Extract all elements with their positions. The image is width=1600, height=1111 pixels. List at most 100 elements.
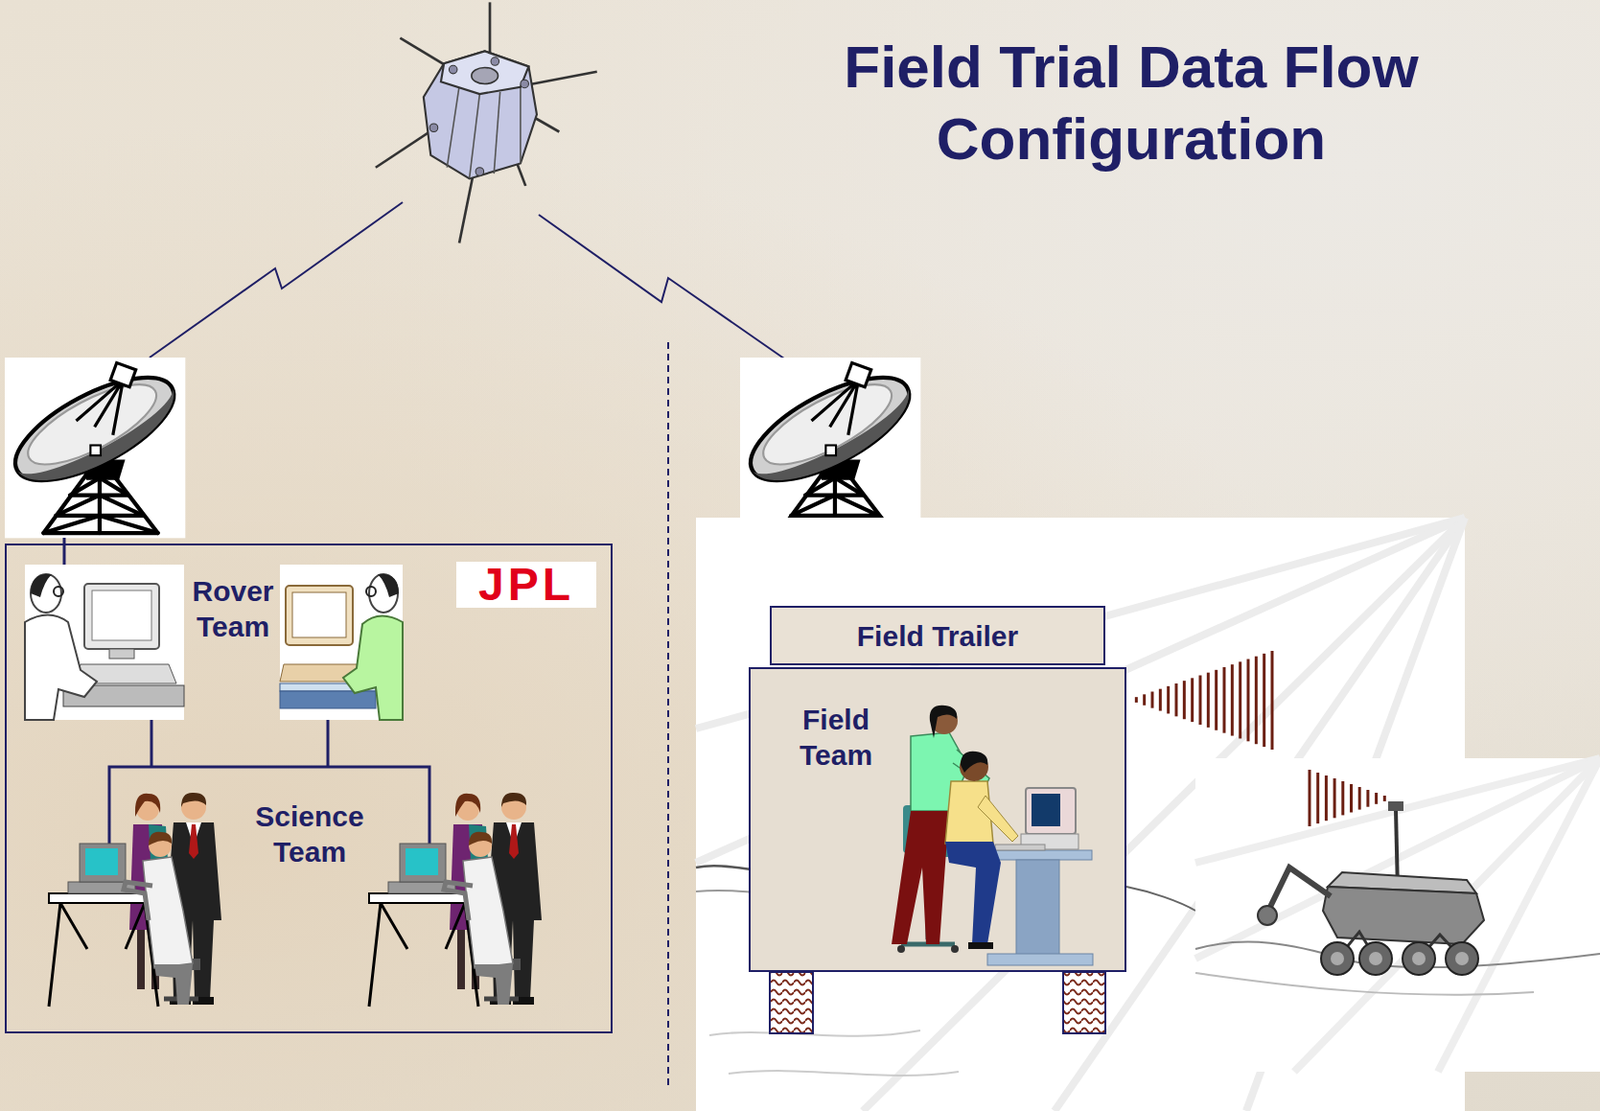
field-workstation [897,945,905,953]
rover-workstation [343,615,403,720]
divider [667,342,670,1088]
satellite [493,92,500,174]
field-workstation [929,705,957,739]
radio-beam [1214,670,1218,731]
satellite [520,79,530,89]
radio-beam [1206,672,1210,728]
rover-workstation [84,583,160,650]
science-workstation [369,792,542,1007]
landscape-photo [1195,758,1600,1072]
rover [1388,801,1404,812]
rover-workstation [109,649,135,659]
trailer-leg [769,972,813,1034]
rover [1321,942,1354,975]
radio-beam [1142,694,1146,705]
satellite [429,123,439,133]
landscape-photo [709,1030,959,1076]
field-workstation [1016,859,1060,956]
logo-text: JPL [456,561,597,608]
radio-beam [1341,781,1345,815]
rover [1257,801,1485,975]
rover-workstation [279,564,403,720]
satellite [471,67,499,84]
trailer-leg [1063,972,1106,1034]
radio-beam [1182,680,1186,719]
title-block: Field Trial Data Flow Configuration [795,30,1467,175]
rover [1330,951,1345,966]
field-workstation [977,795,1019,842]
field-workstation [968,942,994,950]
radio-link [149,202,403,358]
radio-link [538,214,794,366]
radio-beam [1358,787,1362,811]
rover [1359,942,1392,975]
radio-beam [1366,789,1369,808]
rover-workstation [24,564,185,720]
field-workstation [984,850,1092,860]
rover-workstation [279,691,376,709]
satellite [448,65,458,74]
rover [1368,951,1383,966]
field-workstation [891,705,1093,966]
satellite [440,50,530,94]
satellite [375,1,598,243]
radio-beam [1324,775,1328,821]
trailer-box: Field Trailer [769,605,1106,666]
radio-beam [1238,661,1242,739]
rover [1257,905,1277,926]
satellite [446,86,460,168]
rover [1270,867,1331,907]
landscape-photo [1126,886,1196,911]
landscape-photo [1195,758,1600,1072]
rover [1330,951,1469,966]
field-workstation [987,953,1093,966]
rover-workstation [24,615,97,721]
center-box: JPL [4,543,613,1034]
satellite [446,86,521,179]
diagram-title: Field Trial Data Flow Configuration [795,30,1467,175]
satellite [490,57,500,67]
trailer-leg [769,972,1106,1034]
radio-beam [1316,772,1320,824]
link-wire [63,537,67,565]
radio-beam [1308,769,1312,827]
radio-beam [1247,659,1251,743]
rover-workstation [24,564,185,720]
team-label: Field Team [788,701,884,773]
rover [1321,942,1479,975]
label-holder: Rover Team [185,573,281,645]
satellite [475,167,485,177]
satellite [519,87,522,164]
radio-beam [1175,683,1179,717]
trailer-label: Field Trailer [857,618,1019,654]
dish-antenna [736,357,925,539]
rover-workstation [30,574,62,613]
rover [1455,951,1469,966]
radio-beam [1333,778,1337,818]
rover-workstation [30,574,52,598]
landscape-photo [1195,758,1600,959]
science-workstation [48,792,222,1007]
link-wire [150,719,154,767]
rover-workstation [285,585,353,646]
radio-link [149,202,794,366]
label-holder: Science Team [247,798,372,870]
radio-beam [1151,692,1155,709]
trailer-body [748,667,1127,973]
satellite [375,1,598,243]
landscape-photo [695,517,1600,1111]
radio-beam [1135,696,1138,703]
satellite [469,93,481,178]
radio-beam [1349,784,1353,813]
rover [1412,951,1426,966]
rover-workstation [377,574,399,598]
rover-workstation [369,574,398,613]
landscape-photo [1195,942,1600,968]
field-workstation [950,945,959,953]
field-workstation [1025,788,1076,835]
field-workstation [945,841,1001,945]
rover [1337,931,1462,959]
rover-workstation [92,590,152,641]
